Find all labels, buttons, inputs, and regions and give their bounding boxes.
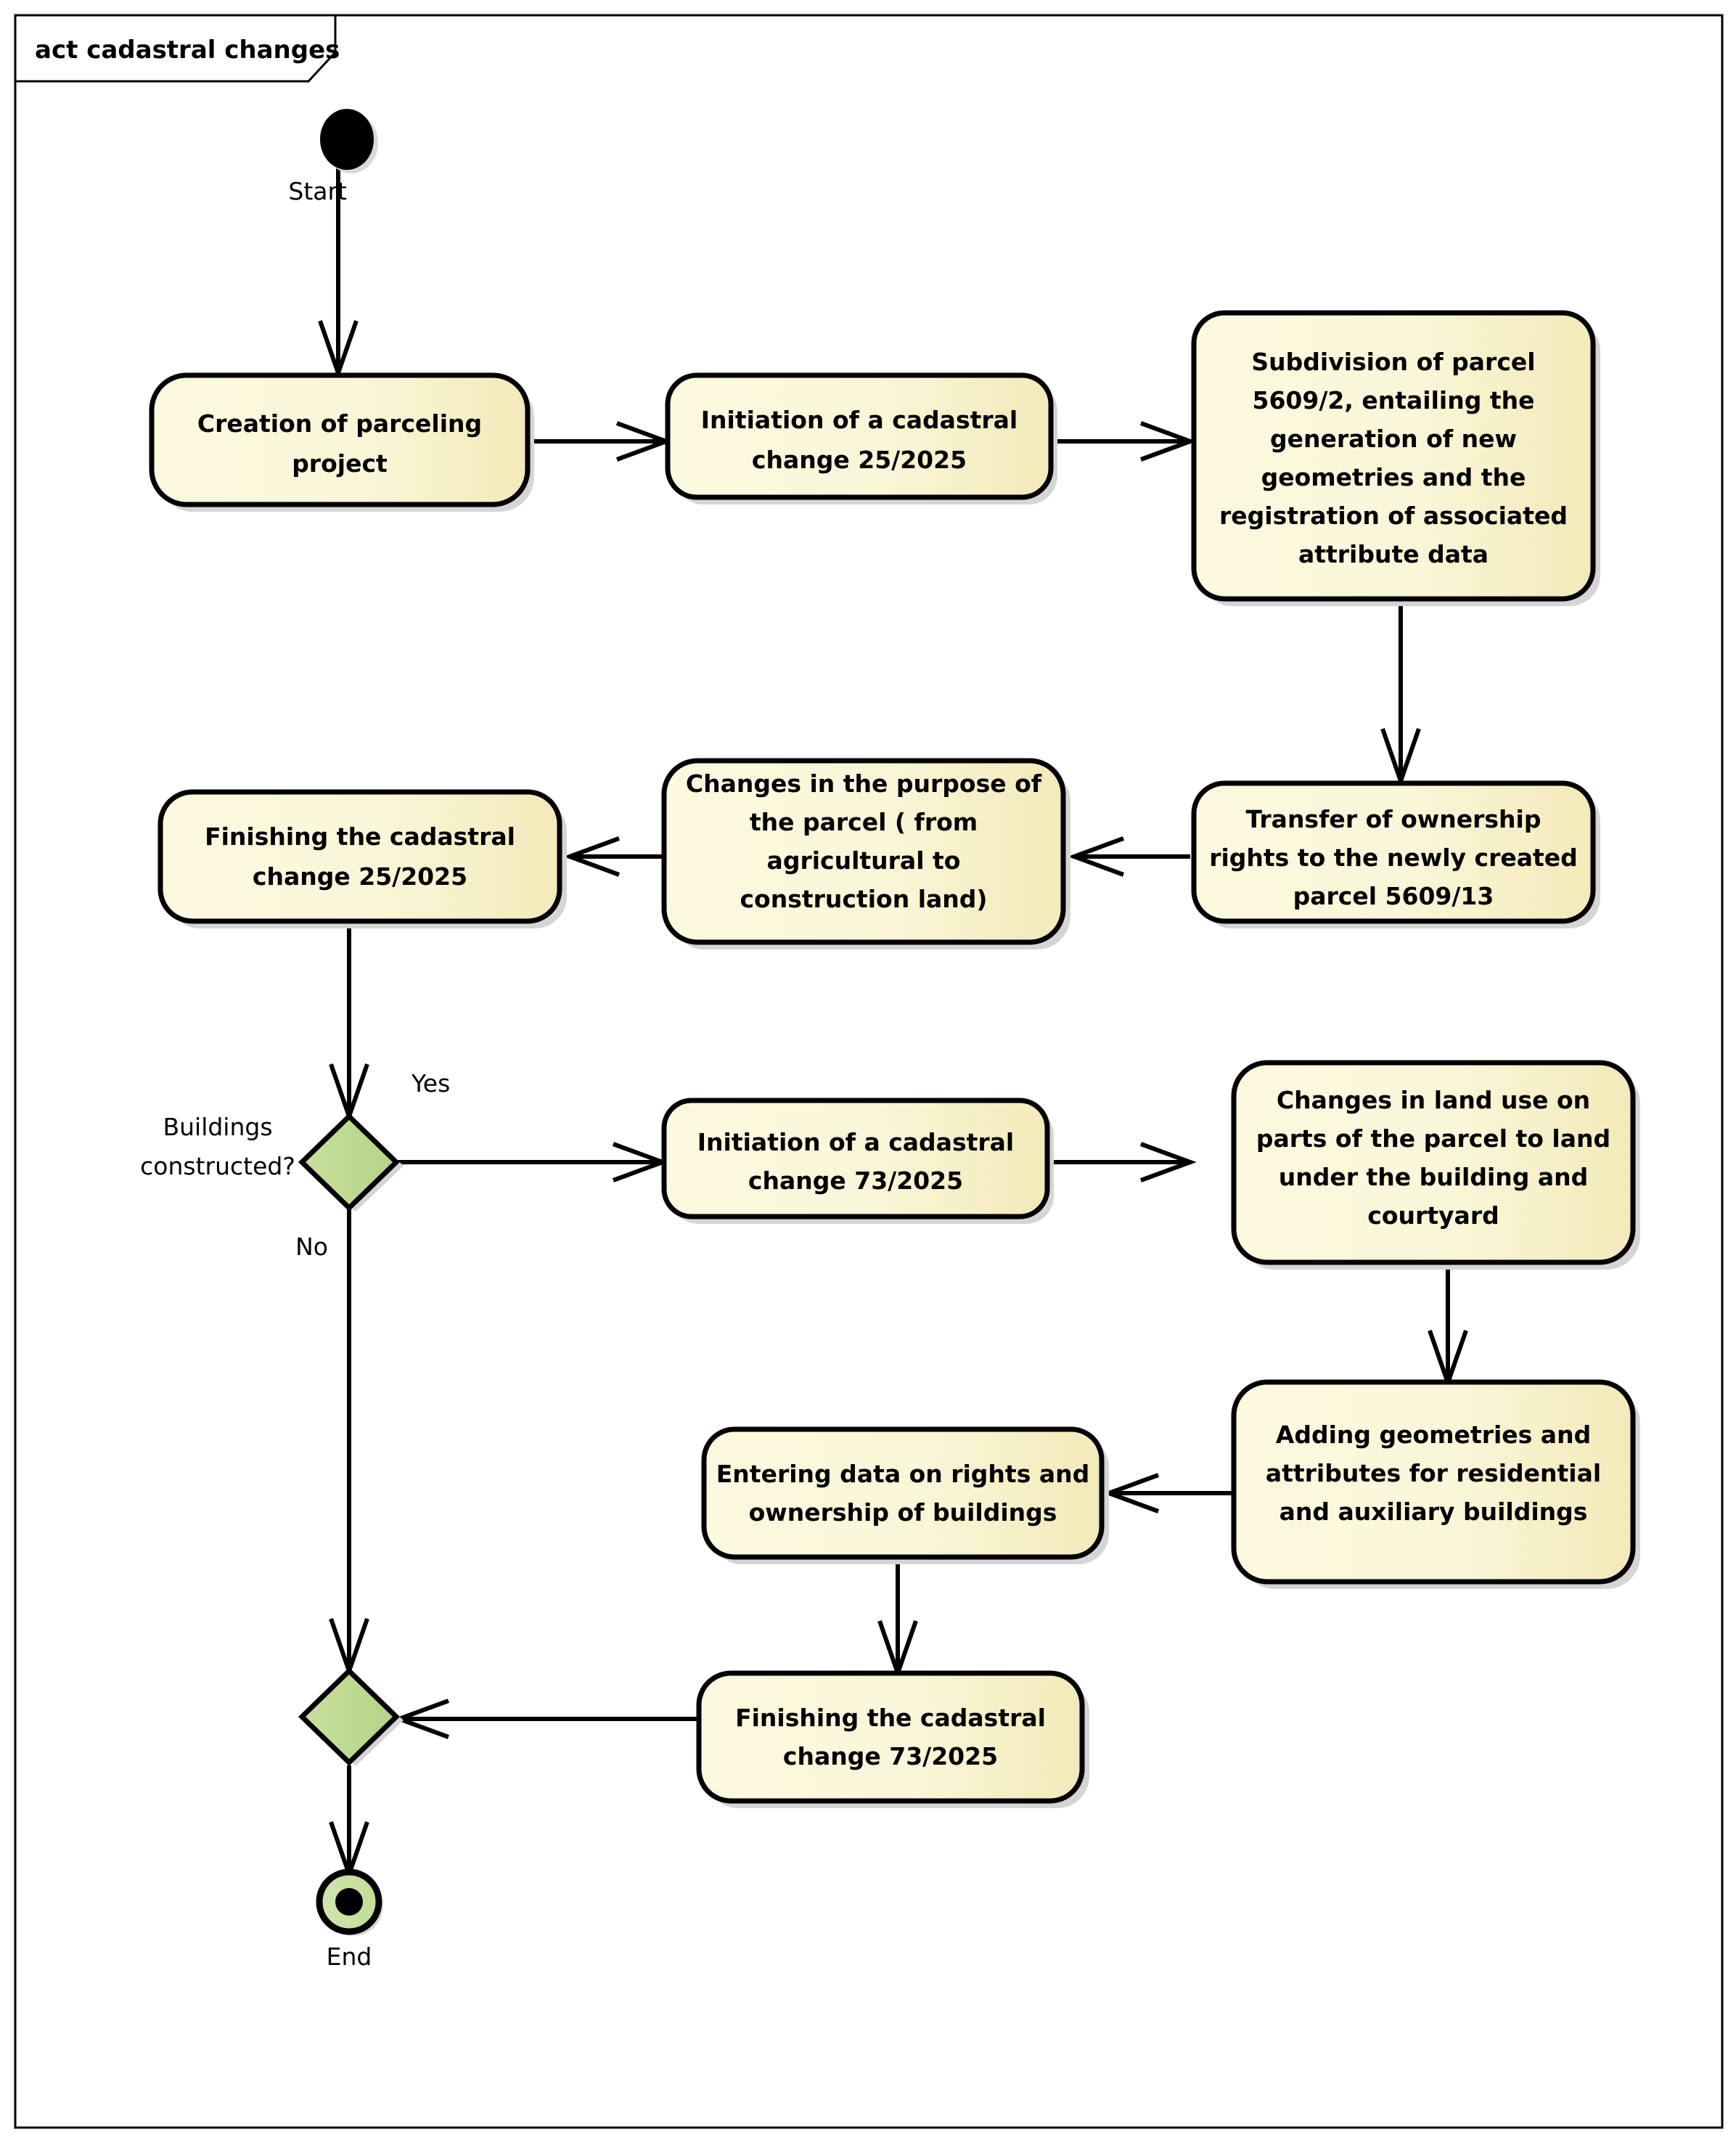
activity-label-line-5: registration of associated: [1219, 502, 1568, 530]
edge-creation-to-initiation25: [532, 421, 673, 462]
edge-subdivision-to-transfer: [1380, 605, 1421, 788]
activity-label-line-2: change 73/2025: [783, 1742, 998, 1770]
activity-box[interactable]: [149, 372, 531, 507]
activity-transfer-of-ownership-rights[interactable]: Transfer of ownership rights to the newl…: [1191, 780, 1600, 928]
merge-node[interactable]: [298, 1667, 404, 1766]
activity-box[interactable]: [661, 1098, 1050, 1219]
activity-label-line-2: ownership of buildings: [749, 1498, 1057, 1527]
end-node[interactable]: End: [316, 1868, 383, 1971]
activity-subdivision-of-parcel-5609-2[interactable]: Subdivision of parcel 5609/2, entailing …: [1191, 310, 1600, 606]
decision-diamond[interactable]: [298, 1113, 401, 1212]
activity-label-line-3: agricultural to: [767, 846, 961, 875]
activity-label-line-4: construction land): [740, 885, 988, 913]
activity-label-line-1: Entering data on rights and: [716, 1460, 1089, 1488]
activity-label-line-4: courtyard: [1367, 1201, 1499, 1230]
activity-label-line-1: Subdivision of parcel: [1251, 348, 1535, 376]
merge-diamond[interactable]: [298, 1667, 401, 1766]
activity-label-line-1: Initiation of a cadastral: [701, 406, 1018, 434]
activity-label-line-2: change 73/2025: [748, 1167, 963, 1195]
edge-addinggeometries-to-enteringdata: [1102, 1473, 1234, 1513]
activity-label-line-2: attributes for residential: [1266, 1459, 1601, 1487]
decision-label-line-2: constructed?: [140, 1152, 295, 1180]
edge-finishing73-to-merge: [393, 1699, 699, 1739]
activity-label-line-1: Finishing the cadastral: [735, 1704, 1046, 1732]
decision-label-line-1: Buildings: [163, 1113, 272, 1141]
activity-box[interactable]: [661, 758, 1066, 945]
edge-purpose-to-finishing25: [563, 836, 663, 877]
activity-label-line-3: under the building and: [1279, 1163, 1589, 1191]
activity-initiation-cadastral-change-25-2025[interactable]: Initiation of a cadastral change 25/2025: [665, 372, 1057, 504]
edge-finishing25-to-decision: [329, 920, 369, 1124]
activity-label-line-2: rights to the newly created: [1209, 843, 1578, 872]
activity-label-line-2: change 25/2025: [253, 862, 467, 891]
end-node-inner-dot: [335, 1888, 363, 1916]
activity-finishing-cadastral-change-73-2025[interactable]: Finishing the cadastral change 73/2025: [696, 1670, 1089, 1808]
diagram-frame: act cadastral changes: [14, 14, 1724, 2129]
activity-box[interactable]: [696, 1670, 1085, 1804]
activity-label-line-2: project: [292, 449, 388, 478]
edge-transfer-to-purpose: [1068, 836, 1190, 877]
activity-label-line-2: the parcel ( from: [750, 808, 978, 836]
activity-label-line-1: Changes in the purpose of: [686, 769, 1042, 798]
activity-box[interactable]: [701, 1426, 1105, 1560]
activity-box[interactable]: [1231, 1060, 1636, 1265]
frame-title-tab: [14, 14, 337, 83]
activity-label-line-6: attribute data: [1298, 540, 1489, 568]
activity-label-line-2: parts of the parcel to land: [1256, 1124, 1610, 1153]
activity-label-line-2: change 25/2025: [752, 446, 967, 474]
activity-label-line-1: Adding geometries and: [1276, 1421, 1591, 1449]
activity-adding-geometries-and-attributes[interactable]: Adding geometries and attributes for res…: [1231, 1379, 1640, 1589]
edge-enteringdata-to-finishing73: [877, 1557, 918, 1680]
activity-box[interactable]: [1231, 1379, 1636, 1585]
activity-box[interactable]: [1191, 310, 1596, 602]
guard-label-no: No: [295, 1233, 328, 1261]
activity-changes-in-land-use[interactable]: Changes in land use on parts of the parc…: [1231, 1060, 1640, 1270]
activity-initiation-cadastral-change-73-2025[interactable]: Initiation of a cadastral change 73/2025: [661, 1098, 1054, 1224]
activity-label-line-1: Changes in land use on: [1277, 1086, 1590, 1114]
activity-label-line-1: Creation of parceling: [197, 409, 482, 438]
decision-buildings-constructed[interactable]: Buildings constructed? Yes No: [140, 1069, 450, 1261]
activity-label-line-1: Finishing the cadastral: [205, 822, 515, 851]
guard-label-yes: Yes: [411, 1069, 450, 1098]
edge-landuse-to-addinggeometries: [1428, 1267, 1468, 1390]
frame-title-label: act cadastral changes: [35, 36, 340, 65]
activity-box[interactable]: [665, 372, 1054, 500]
frame-border: [14, 14, 1724, 2129]
activity-label-line-2: 5609/2, entailing the: [1253, 386, 1535, 414]
edge-initiation25-to-subdivision: [1054, 421, 1197, 462]
activity-box[interactable]: [1191, 780, 1596, 924]
activity-box[interactable]: [157, 789, 562, 924]
edge-initiation73-to-landuse: [1054, 1142, 1197, 1182]
activity-label-line-3: generation of new: [1270, 425, 1517, 453]
activity-label-line-3: parcel 5609/13: [1293, 882, 1494, 910]
start-node[interactable]: Start: [288, 109, 378, 205]
activity-finishing-cadastral-change-25-2025[interactable]: Finishing the cadastral change 25/2025: [157, 789, 567, 928]
edge-merge-to-end: [329, 1765, 369, 1882]
activity-label-line-3: and auxiliary buildings: [1280, 1498, 1588, 1526]
activity-entering-data-rights-ownership[interactable]: Entering data on rights and ownership of…: [701, 1426, 1109, 1564]
activity-label-line-1: Transfer of ownership: [1246, 805, 1541, 833]
start-node-label: Start: [288, 177, 347, 205]
activity-label-line-4: geometries and the: [1261, 463, 1526, 491]
activity-creation-of-parceling-project[interactable]: Creation of parceling project: [149, 372, 534, 512]
edge-decision-no-to-merge: [329, 1209, 369, 1678]
activity-changes-in-purpose-of-parcel[interactable]: Changes in the purpose of the parcel ( f…: [661, 758, 1070, 949]
end-node-label: End: [327, 1942, 372, 1971]
start-node-circle[interactable]: [320, 109, 374, 170]
edge-decision-yes-to-initiation73: [396, 1142, 669, 1182]
activity-label-line-1: Initiation of a cadastral: [697, 1128, 1014, 1156]
